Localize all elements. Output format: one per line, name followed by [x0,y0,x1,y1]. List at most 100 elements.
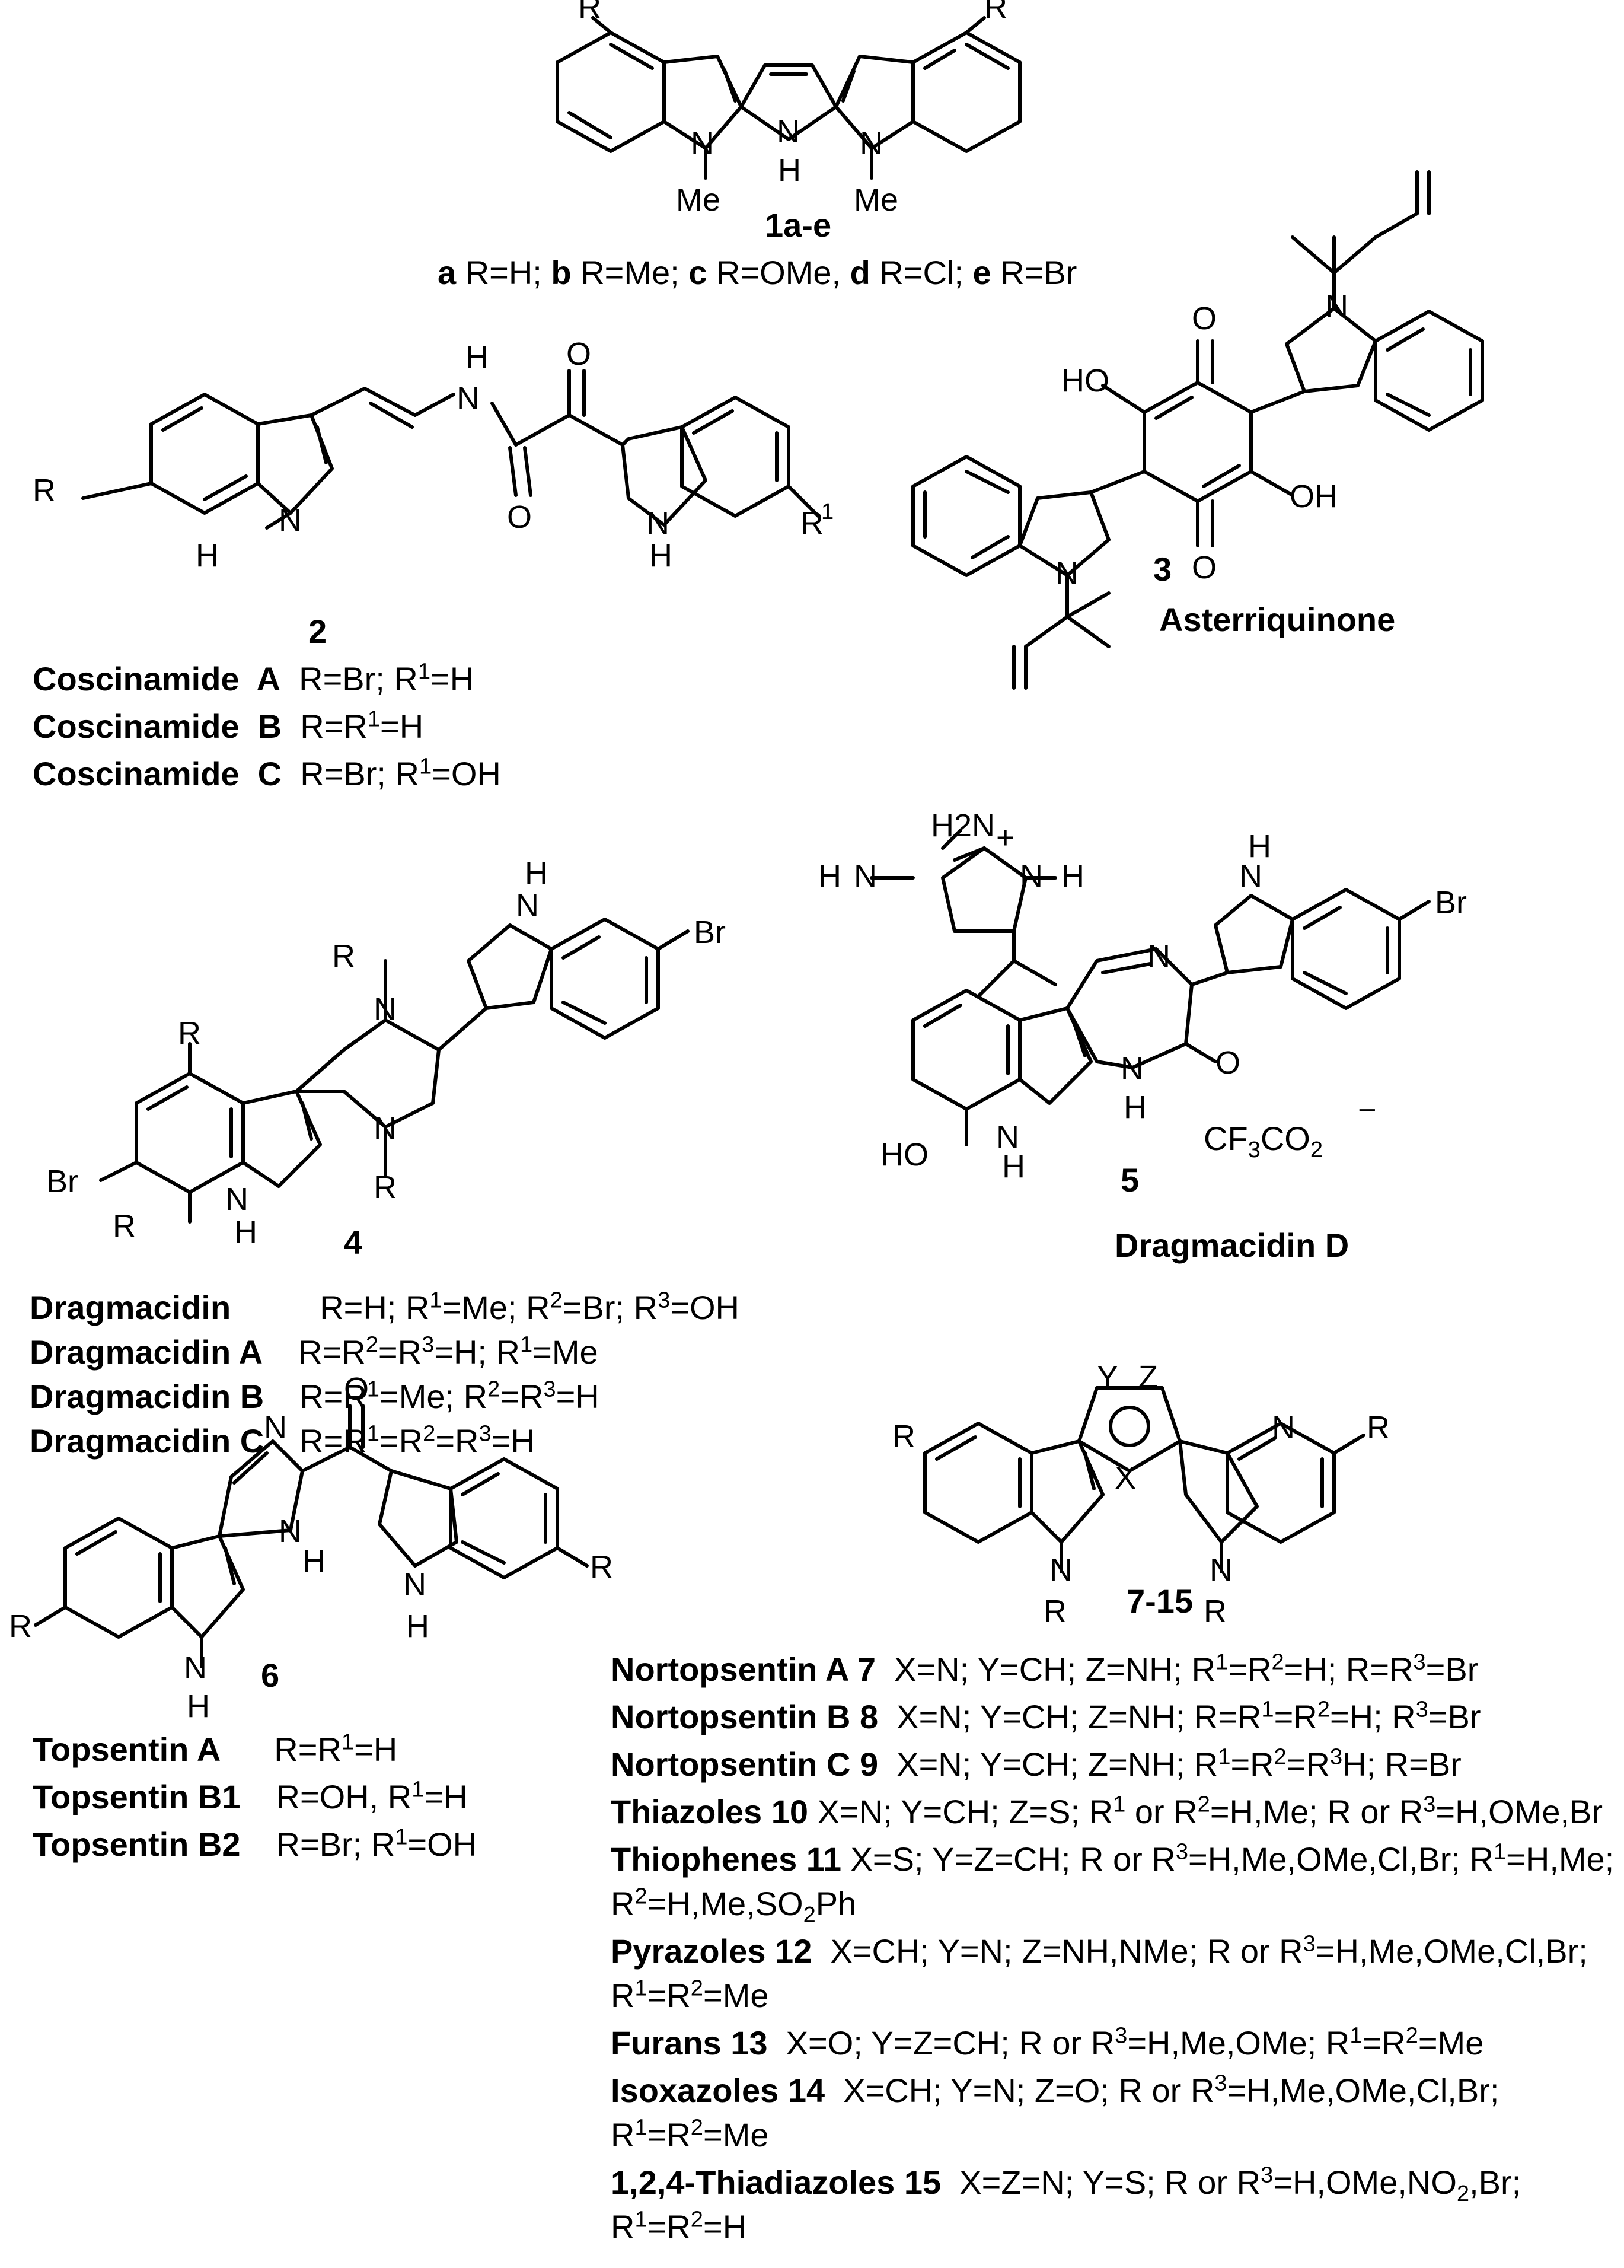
label-H: H [187,1689,210,1724]
compound-name-dragmacidin-d: Dragmacidin D [1115,1227,1349,1264]
label-N: N [854,858,877,894]
label-R2: R [113,1208,136,1244]
label-N: N [225,1181,248,1217]
label-OH: OH [1290,479,1338,514]
series-row: Isoxazoles 14 X=CH; Y=N; Z=O; R or R3=H,… [611,2070,1499,2109]
label-N: N [1210,1552,1233,1588]
label-R: R [892,1419,915,1454]
structure-6 [34,1404,589,1668]
structure-5 [870,829,1431,1146]
label-N: N [264,1410,287,1445]
counterion: CF3CO2 [1204,1120,1323,1163]
label-N: N [1121,1051,1144,1087]
label-O: O [344,1371,369,1407]
coscinamide-row: Coscinamide B R=R1=H [33,706,424,745]
series-row: Nortopsentin B 8 X=N; Y=CH; Z=NH; R=R1=R… [611,1697,1481,1735]
label-H: H [302,1543,326,1579]
series-row: Pyrazoles 12 X=CH; Y=N; Z=NH,NMe; R or R… [611,1931,1588,1970]
label-Br: Br [694,915,726,950]
label-N: N [279,502,302,538]
series-row-cont: R2=H,Me,SO2Ph [611,1884,857,1928]
series-row: Furans 13 X=O; Y=Z=CH; R or R3=H,Me,OMe;… [611,2023,1484,2062]
label-N: N [1055,556,1079,591]
label-H: H [778,152,801,188]
compound-name-asterriquinone: Asterriquinone [1159,601,1396,638]
label-R1: R [1044,1594,1067,1629]
label-HO: HO [880,1137,929,1173]
series-row-cont: R1=R2=Me [611,1976,769,2014]
label-H: H [525,855,548,891]
compound-id-5: 5 [1121,1161,1140,1199]
label-Y: Y [1097,1359,1118,1395]
series-row: 1,2,4-Thiadiazoles 15 X=Z=N; Y=S; R or R… [611,2162,1521,2207]
label-N: N [516,888,539,923]
label-R1: R [800,505,824,541]
label-N: N [1020,858,1043,894]
label-N: N [374,1110,397,1146]
label-R1: R [590,1549,613,1585]
label-Z: Z [1138,1359,1158,1395]
label-N: N [777,114,800,149]
label-R1: R [332,938,355,974]
label-R: R [374,1170,397,1205]
label-H: H [1248,829,1271,864]
label-H: H [465,339,489,375]
label-N: N [860,126,883,161]
label-H: H [406,1608,429,1644]
label-H: H [1061,858,1084,894]
label-N: N [691,126,714,161]
series-row-cont: R1=R2=Me [611,2115,769,2154]
label-N: N [1325,289,1348,324]
label-H: H [1124,1090,1147,1125]
label-H: H [196,538,219,574]
label-O: O [566,336,591,372]
compound-id-6: 6 [261,1657,280,1694]
label-O: O [1192,301,1217,336]
label-R3: R [178,1015,201,1051]
label-O: O [507,499,532,535]
label-R: R [33,473,56,508]
compound-1-variants: a R=H; b R=Me; c R=OMe, d R=Cl; e R=Br [438,254,1077,291]
label-H: H [1002,1149,1025,1184]
label-HO: HO [1061,363,1109,399]
label-N: N [1049,1552,1073,1588]
label-Br: Br [46,1164,78,1199]
label-Me: Me [676,182,720,218]
label-sup: 1 [821,499,834,524]
coscinamide-row: Coscinamide A R=Br; R1=H [33,659,474,697]
label-N: N [457,381,480,416]
series-row: Thiophenes 11 X=S; Y=Z=CH; R or R3=H,Me,… [611,1839,1615,1878]
label-H2N: H2N [931,808,995,843]
label-O: O [1215,1045,1240,1081]
label-N: N [374,992,397,1027]
label-O: O [1192,550,1217,585]
label-N: N [1272,1410,1295,1445]
compound-id-4: 4 [344,1224,363,1261]
series-row: Nortopsentin C 9 X=N; Y=CH; Z=NH; R1=R2=… [611,1744,1462,1783]
label-N: N [996,1119,1019,1155]
label-R: R [984,0,1007,25]
label-N: N [279,1514,302,1549]
label-plus: + [996,820,1015,855]
series-row-cont: R1=R2=H [611,2207,747,2245]
label-H: H [818,858,841,894]
structure-7-15 [923,1386,1365,1573]
label-R: R [9,1608,32,1644]
compound-id-2: 2 [308,613,327,650]
label-H: H [234,1214,257,1250]
label-R: R [578,0,601,25]
label-Me: Me [854,182,898,218]
structure-4 [99,918,690,1224]
label-X: X [1115,1460,1136,1496]
label-N: N [1147,938,1170,974]
label-N: N [403,1567,426,1603]
structure-3 [911,170,1484,690]
